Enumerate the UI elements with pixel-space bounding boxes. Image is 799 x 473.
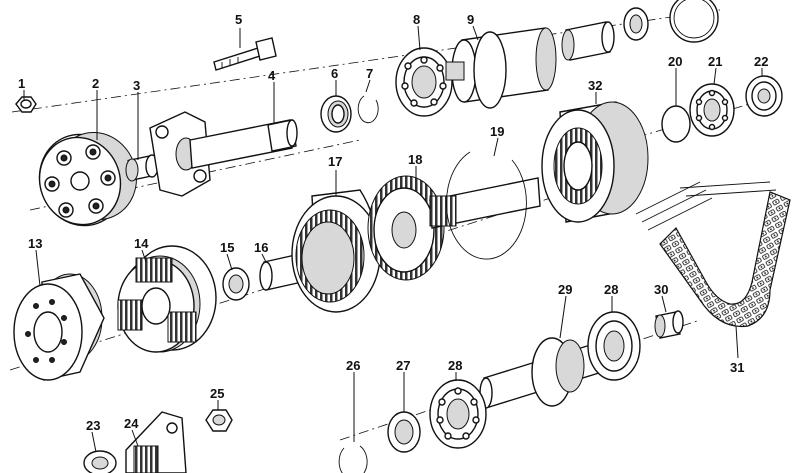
part-24-output-flange[interactable] [125,411,187,473]
part-9-gear[interactable] [445,27,557,109]
callout-30: 30 [654,282,668,297]
part-17-ring-gear[interactable] [291,189,381,313]
callout-31: 31 [730,360,744,375]
part-18-helical-gear[interactable] [367,175,541,281]
part-31-drive-chain[interactable] [635,181,791,328]
needle-bearing-fragment[interactable] [561,21,615,61]
part-3-output-shaft[interactable] [149,111,298,197]
callout-18: 18 [408,152,422,167]
callout-28-right: 28 [604,282,618,297]
callout-25: 25 [210,386,224,401]
part-28-bearing-left[interactable] [429,379,487,449]
callout-21: 21 [708,54,722,69]
callout-19: 19 [490,124,504,139]
leader-lines [23,25,763,453]
callout-1: 2 [92,76,99,91]
callout-13: 13 [28,236,42,251]
part-25-nut[interactable] [205,409,233,432]
callout-4: 1 [18,76,25,91]
callout-labels: 2 3 4 1 5 6 7 8 9 13 14 15 16 17 18 19 2… [18,12,768,433]
part-19-retaining-ring[interactable] [446,151,527,260]
part-21-ball-bearing[interactable] [689,83,735,137]
part-23-washer[interactable] [83,450,117,473]
bushing-fragment[interactable] [623,7,649,41]
callout-14: 14 [134,236,149,251]
callout-8: 8 [413,12,420,27]
part-26-circlip[interactable] [338,445,368,473]
callout-20: 20 [668,54,682,69]
part-28-bearing-right[interactable] [587,311,641,381]
ring-fragment[interactable] [669,0,719,43]
part-20-o-ring[interactable] [661,105,691,143]
callout-28-left: 28 [448,358,462,373]
callout-32: 32 [588,78,602,93]
callout-29: 29 [558,282,572,297]
part-15-thrust-washer[interactable] [222,267,250,301]
callout-23: 23 [86,418,100,433]
part-6-shaft-seal[interactable] [320,95,352,133]
callout-6: 6 [331,66,338,81]
part-14-planet-carrier[interactable] [117,245,217,353]
part-2-centering-sleeve[interactable] [125,154,159,182]
callout-24: 24 [124,416,139,431]
part-8-ball-bearing[interactable] [395,47,453,117]
callout-3: 4 [268,68,276,83]
part-30-bushing[interactable] [654,310,684,339]
part-1-flex-disc[interactable] [27,121,149,238]
part-29-gear-shaft[interactable] [479,337,603,409]
part-22-ball-bearing[interactable] [745,75,783,117]
callout-27: 27 [396,358,410,373]
callout-22: 22 [754,54,768,69]
callout-5: 5 [235,12,242,27]
callout-7: 7 [366,66,373,81]
part-7-circlip[interactable] [357,95,379,124]
part-27-seal[interactable] [387,411,421,453]
callout-2: 3 [133,78,140,93]
part-13-clutch-drum[interactable] [13,273,105,381]
part-4-nut[interactable] [15,96,37,113]
callout-9: 9 [467,12,474,27]
part-5-bolt[interactable] [213,37,277,71]
part-32-clutch-housing[interactable] [541,101,649,223]
callout-15: 15 [220,240,234,255]
callout-17: 17 [328,154,342,169]
callout-16: 16 [254,240,268,255]
callout-26: 26 [346,358,360,373]
